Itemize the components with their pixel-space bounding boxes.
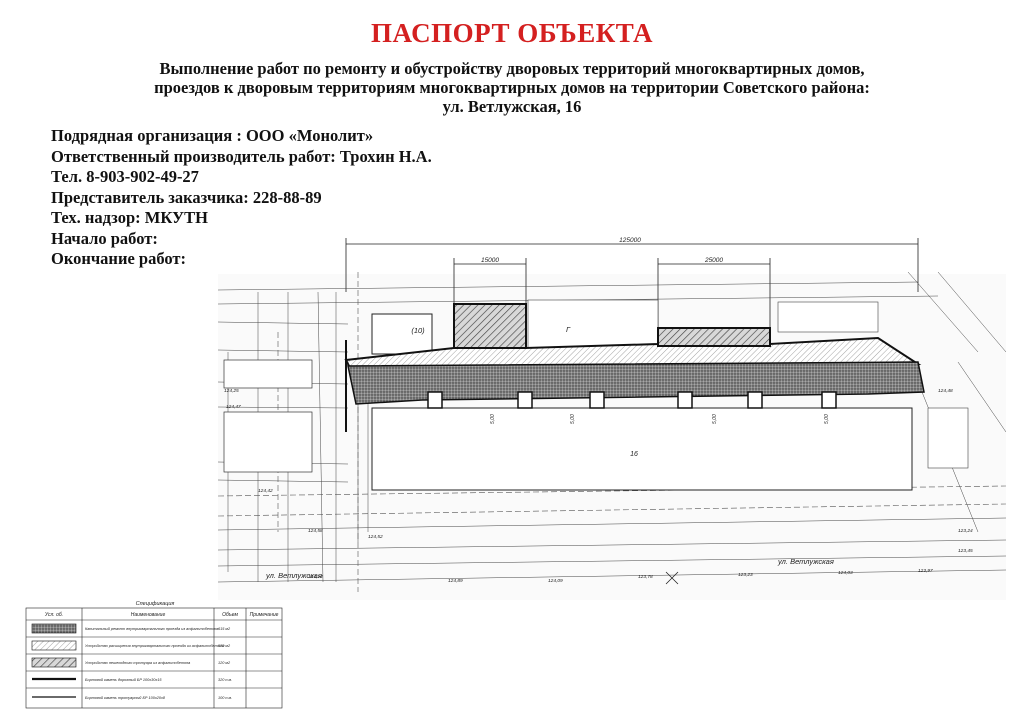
spec-row-3-name: Устройство пешеходного тротуара из асфал…: [85, 661, 190, 665]
entrance-dim-2: 5,00: [570, 414, 576, 424]
svg-text:123,23: 123,23: [738, 572, 753, 578]
svg-text:124,89: 124,89: [448, 578, 463, 584]
spec-header-volume: Объем: [222, 612, 238, 618]
spec-symbol-repair: [31, 623, 77, 634]
left-building-2: [223, 411, 313, 473]
svg-text:124,25: 124,25: [224, 388, 239, 394]
right-building: [927, 407, 969, 469]
spec-row-2-volume: 570 м2: [218, 644, 231, 648]
sidewalk-hatched-area: [453, 303, 527, 349]
svg-text:124,47: 124,47: [226, 404, 241, 410]
spec-header-name: Наименование: [131, 612, 166, 618]
svg-text:123,97: 123,97: [918, 568, 933, 574]
entrance-dim-1: 5,00: [490, 414, 496, 424]
svg-text:123,78: 123,78: [638, 574, 653, 580]
spec-header-symbol: Усл. об.: [45, 612, 63, 618]
start-date-line: Начало работ:: [51, 228, 158, 248]
subtitle-line-3: ул. Ветлужская, 16: [442, 97, 582, 116]
spec-row-3-volume: 120 м2: [218, 661, 231, 665]
driveway-repair-area: [347, 361, 925, 405]
elevation-labels: 124,25 124,47 124,42 124,58 124,52 124,8…: [224, 388, 973, 584]
spec-row-2-name: Устройство расширения внутриквартального…: [85, 644, 224, 648]
dimension-lines: [345, 238, 919, 328]
building-10-label: (10): [411, 326, 425, 335]
spec-row-1-volume: 615 м2: [218, 627, 231, 631]
dimension-total-label: 125000: [619, 237, 641, 244]
street-label-right: ул. Ветлужская: [777, 557, 834, 566]
customer-rep-line: Представитель заказчика: 228-88-89: [51, 187, 322, 207]
dimension-left-label: 15000: [481, 257, 499, 264]
street-label-left: ул. Ветлужская: [265, 571, 322, 580]
left-building-1: [223, 359, 313, 389]
page-title: ПАСПОРТ ОБЪЕКТА: [371, 18, 653, 48]
spec-symbol-sidewalk: [31, 657, 77, 668]
spec-symbol-widening: [31, 640, 77, 651]
building-10: [371, 313, 433, 355]
svg-text:124,14: 124,14: [308, 574, 323, 580]
yard-building-g-label: Г: [566, 325, 571, 334]
contractor-line: Подрядная организация : ООО «Монолит»: [51, 126, 374, 145]
phone-line: Тел. 8-903-902-49-27: [51, 167, 199, 186]
end-date-line: Окончание работ:: [51, 249, 186, 268]
dimension-right-label: 25000: [704, 257, 723, 264]
survey-marker-icon: [665, 571, 679, 585]
house-16: [371, 407, 913, 491]
page-subtitle: Выполнение работ по ремонту и обустройст…: [70, 59, 954, 116]
site-plan-drawing: 125000 15000 25000: [218, 237, 1006, 600]
spec-row-5-name: Бортовой камень тротуарный БР 100x20x8: [85, 696, 166, 700]
project-info-block: Подрядная организация : ООО «Монолит» От…: [51, 126, 432, 270]
subtitle-line-1: Выполнение работ по ремонту и обустройст…: [159, 59, 865, 78]
svg-text:124,48: 124,48: [938, 388, 953, 394]
supervision-line: Тех. надзор: МКУТН: [51, 208, 208, 227]
spec-row-4-volume: 320 п.м.: [218, 678, 232, 682]
entrance-dim-4: 5,00: [824, 414, 830, 424]
svg-text:124,09: 124,09: [548, 578, 563, 584]
spec-row-4-name: Бортовой камень дорожный БР 100x30x15: [85, 678, 162, 682]
svg-text:124,42: 124,42: [258, 488, 273, 494]
spec-row-5-volume: 100 п.м.: [218, 696, 232, 700]
spec-rows: Капитальный ремонт внутриквартального пр…: [85, 627, 232, 700]
manager-line: Ответственный производитель работ: Трохи…: [51, 146, 432, 166]
subtitle-line-2: проездов к дворовым территориям многоква…: [154, 78, 870, 97]
svg-text:123,45: 123,45: [958, 548, 973, 554]
specification-table: Спецификация Усл. об. Наименование Объем…: [25, 601, 283, 709]
entrance-pockets: [427, 391, 837, 409]
spec-grid: [25, 607, 283, 709]
house-16-label: 16: [630, 451, 638, 458]
entrance-dim-3: 5,00: [712, 414, 718, 424]
spec-caption: Спецификация: [136, 601, 175, 607]
svg-text:124,52: 124,52: [368, 534, 383, 540]
svg-text:124,58: 124,58: [308, 528, 323, 534]
yard-building-right: [777, 301, 879, 333]
widening-right-area: [657, 327, 771, 347]
svg-text:123,24: 123,24: [958, 528, 973, 534]
yard-building-g: [527, 299, 659, 353]
spec-header-note: Примечание: [250, 612, 279, 618]
svg-text:124,03: 124,03: [838, 570, 853, 576]
spec-row-1-name: Капитальный ремонт внутриквартального пр…: [85, 627, 218, 631]
